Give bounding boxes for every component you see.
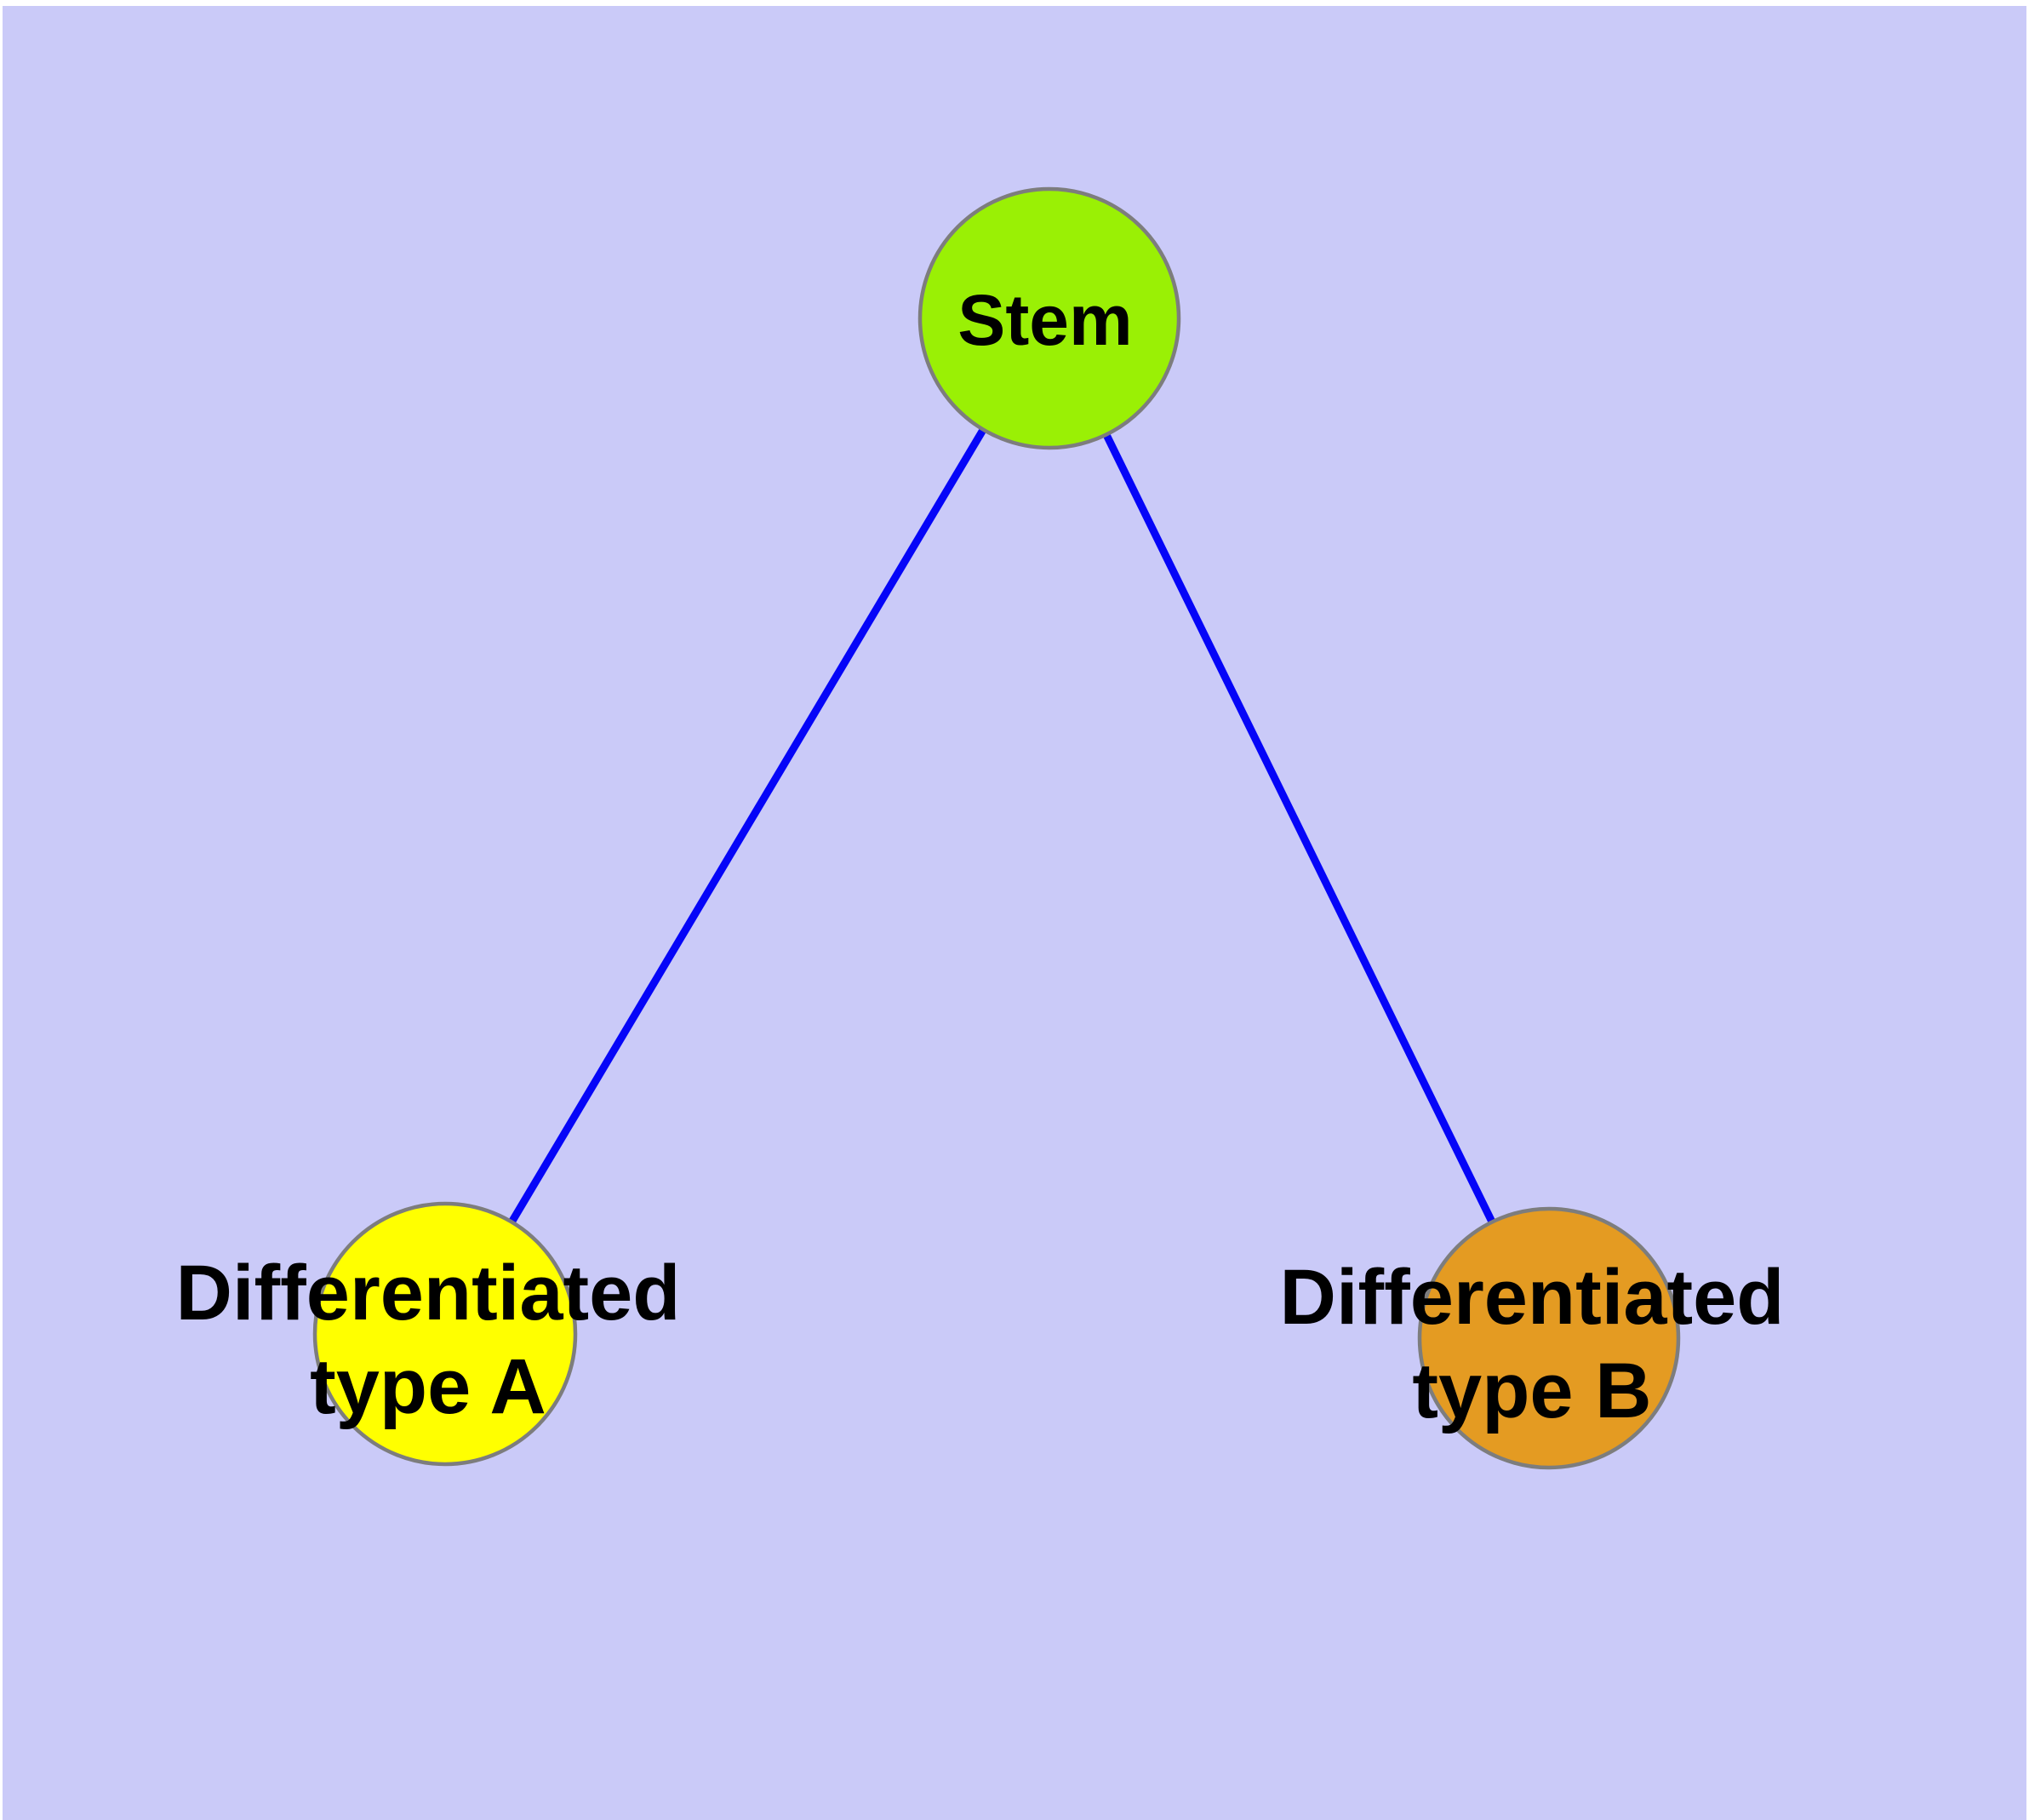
edge-stem-to-type-b bbox=[1045, 317, 1553, 1340]
edge-stem-to-type-a bbox=[442, 316, 1053, 1336]
node-stem-label: Stem bbox=[957, 280, 1132, 360]
node-differentiated-type-a bbox=[312, 1201, 578, 1467]
node-type-a-label-line2: type A bbox=[310, 1343, 546, 1430]
node-stem bbox=[917, 186, 1181, 450]
node-differentiated-type-b bbox=[1417, 1206, 1681, 1470]
node-type-b-label-line2: type B bbox=[1412, 1348, 1651, 1434]
node-type-b-label-line1: Differentiated bbox=[1280, 1254, 1785, 1341]
node-type-a-label-line1: Differentiated bbox=[176, 1250, 681, 1336]
